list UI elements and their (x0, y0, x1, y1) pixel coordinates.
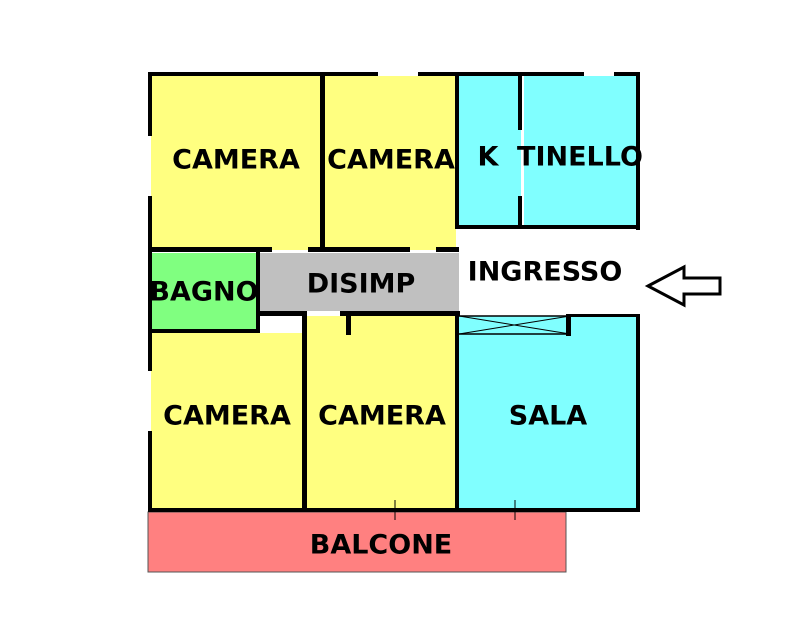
camera-top-left-area (151, 76, 321, 250)
label-disimp: DISIMP (307, 269, 416, 300)
wall-top-left-camera-bottom (148, 247, 272, 252)
label-kitchen: K (478, 142, 500, 173)
outer-wall-top-right (614, 72, 640, 76)
bagno-area (151, 253, 256, 330)
outer-wall-right-top (636, 72, 640, 230)
outer-wall-left-bottom (148, 431, 152, 512)
label-camera-top-mid: CAMERA (327, 145, 455, 176)
wall-camera-kitchen (455, 76, 459, 229)
camera-top-mid-area (325, 76, 456, 250)
balcone-area (147, 511, 567, 573)
wall-camera-sala (455, 311, 459, 511)
outer-wall-left-top (148, 72, 152, 136)
wall-top-left-camera-bottom-right (308, 247, 410, 252)
outer-wall-left-mid (148, 196, 152, 371)
wall-camera-camera-bottom (302, 311, 307, 511)
wall-hallway-bottom-right (340, 311, 460, 316)
sala-area (459, 316, 637, 509)
label-camera-bottom-left: CAMERA (163, 401, 291, 432)
wall-top-mid-camera-bottom-right (436, 247, 459, 252)
outer-wall-top-left (148, 72, 378, 76)
arrow-left-icon (644, 264, 722, 308)
kitchen-area (459, 76, 521, 226)
label-balcone: BALCONE (310, 530, 453, 561)
outer-wall-bottom (148, 508, 640, 512)
label-camera-bottom-mid: CAMERA (318, 401, 446, 432)
label-sala: SALA (509, 401, 588, 432)
wall-bagno-right (256, 252, 260, 333)
wall-kitchen-tinello-lower (518, 196, 522, 229)
camera-bottom-mid-area (307, 316, 456, 509)
wall-kitchen-ingresso (455, 225, 640, 229)
disimp-area (260, 253, 459, 311)
label-bagno: BAGNO (149, 277, 258, 308)
wall-hallway-bottom-left (256, 311, 302, 316)
outer-wall-right-bottom (636, 314, 640, 512)
label-camera-top-left: CAMERA (172, 145, 300, 176)
sliding-door (458, 314, 640, 336)
label-ingresso: INGRESSO (468, 257, 623, 288)
camera-bottom-left-area (151, 333, 303, 509)
ingresso-area (459, 229, 637, 314)
tinello-area (524, 76, 637, 226)
outer-wall-top-mid (418, 72, 584, 76)
wall-kitchen-tinello-upper (518, 76, 522, 130)
wall-camera-camera-top (320, 76, 325, 250)
label-tinello: TINELLO (517, 142, 643, 173)
wall-door-stub (346, 311, 351, 335)
wall-bagno-bottom (148, 329, 260, 333)
